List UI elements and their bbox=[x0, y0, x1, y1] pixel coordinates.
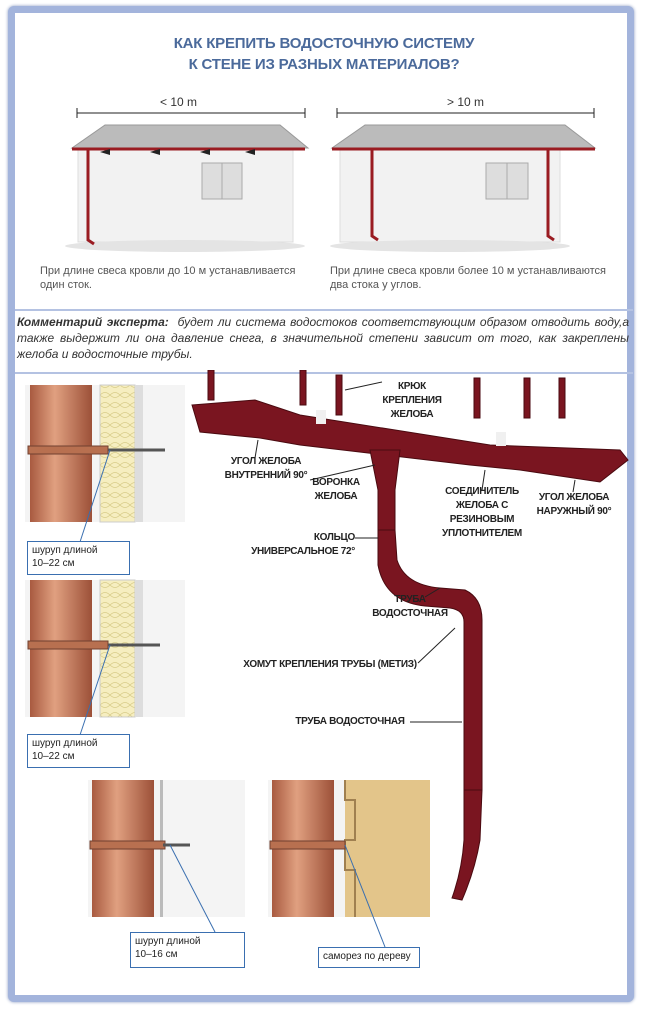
label-line: ВОДОСТОЧНАЯ bbox=[372, 608, 448, 619]
house-caption-right: При длине свеса кровли более 10 м устана… bbox=[330, 264, 606, 292]
fixing-insulated-wall-1 bbox=[25, 384, 185, 523]
house-two-downspouts bbox=[330, 108, 597, 252]
label-funnel: ВОРОНКА ЖЕЛОБА bbox=[300, 476, 372, 504]
label-inner-corner: УГОЛ ЖЕЛОБА ВНУТРЕННИЙ 90° bbox=[216, 455, 316, 483]
caption-line: один сток. bbox=[40, 279, 92, 291]
label-line: НАРУЖНЫЙ 90° bbox=[536, 506, 612, 517]
title-line-2: К СТЕНЕ ИЗ РАЗНЫХ МАТЕРИАЛОВ? bbox=[188, 56, 460, 73]
label-pipe-lower: ТРУБА ВОДОСТОЧНАЯ bbox=[295, 716, 405, 727]
caption-line: При длине свеса кровли до 10 м устанавли… bbox=[40, 265, 296, 277]
house-caption-left: При длине свеса кровли до 10 м устанавли… bbox=[40, 264, 295, 292]
page-title: КАК КРЕПИТЬ ВОДОСТОЧНУЮ СИСТЕМУ К СТЕНЕ … bbox=[0, 33, 648, 75]
gutter-system-illustration bbox=[191, 370, 629, 901]
fixing-label-line: саморез по дереву bbox=[323, 951, 411, 962]
comment-text: будет ли система водостоков соответствую… bbox=[17, 315, 630, 361]
fixing-label-line: шуруп длиной bbox=[135, 936, 201, 947]
label-line: СОЕДИНИТЕЛЬ bbox=[445, 486, 519, 497]
callout-lines bbox=[79, 449, 386, 948]
fixing-label-line: 10–22 см bbox=[32, 558, 75, 569]
comment-label: Комментарий эксперта: bbox=[17, 315, 169, 329]
fixing-label-2: шуруп длиной 10–22 см bbox=[27, 734, 130, 768]
label-line: УГОЛ ЖЕЛОБА bbox=[230, 456, 302, 467]
label-outer-corner: УГОЛ ЖЕЛОБА НАРУЖНЫЙ 90° bbox=[528, 491, 620, 519]
label-gutter-hook: КРЮК КРЕПЛЕНИЯ ЖЕЛОБА bbox=[372, 380, 452, 422]
divider bbox=[15, 372, 633, 374]
part-leader-lines bbox=[254, 381, 576, 723]
label-connector: СОЕДИНИТЕЛЬ ЖЕЛОБА С РЕЗИНОВЫМ УПЛОТНИТЕЛЕМ bbox=[436, 485, 528, 541]
dimension-label-right: > 10 m bbox=[447, 95, 485, 109]
house-one-downspout bbox=[65, 108, 310, 252]
label-line: КРЮК bbox=[398, 381, 426, 392]
label-line: УГОЛ ЖЕЛОБА bbox=[538, 492, 610, 503]
caption-line: два стока у углов. bbox=[330, 279, 422, 291]
label-line: ЖЕЛОБА С bbox=[455, 500, 509, 511]
label-line: УПЛОТНИТЕЛЕМ bbox=[442, 528, 522, 539]
fixing-illustrations bbox=[25, 384, 430, 948]
fixing-insulated-wall-2 bbox=[25, 579, 185, 718]
label-line: УНИВЕРСАЛЬНОЕ 72° bbox=[251, 546, 355, 557]
fixing-label-4: саморез по дереву bbox=[318, 947, 420, 968]
label-line: РЕЗИНОВЫМ bbox=[449, 514, 515, 525]
label-line: КРЕПЛЕНИЯ bbox=[382, 395, 442, 406]
title-line-1: КАК КРЕПИТЬ ВОДОСТОЧНУЮ СИСТЕМУ bbox=[173, 35, 475, 52]
label-pipe-upper: ТРУБА ВОДОСТОЧНАЯ bbox=[365, 593, 455, 621]
label-pipe-clamp: ХОМУТ КРЕПЛЕНИЯ ТРУБЫ (МЕТИЗ) bbox=[243, 659, 417, 670]
label-line: ЖЕЛОБА bbox=[314, 491, 358, 502]
label-line: ЖЕЛОБА bbox=[390, 409, 434, 420]
fixing-label-3: шуруп длиной 10–16 см bbox=[130, 932, 245, 968]
dimension-label-left: < 10 m bbox=[160, 95, 198, 109]
fixing-label-line: шуруп длиной bbox=[32, 545, 98, 556]
fixing-label-line: 10–16 см bbox=[135, 949, 178, 960]
label-ring: КОЛЬЦО УНИВЕРСАЛЬНОЕ 72° bbox=[245, 531, 355, 559]
house-illustrations bbox=[65, 108, 597, 252]
fixing-wooden-wall bbox=[268, 780, 430, 917]
caption-line: При длине свеса кровли более 10 м устана… bbox=[330, 265, 606, 277]
label-line: ВНУТРЕННИЙ 90° bbox=[224, 470, 308, 481]
label-line: ВОРОНКА bbox=[312, 477, 360, 488]
fixing-label-1: шуруп длиной 10–22 см bbox=[27, 541, 130, 575]
label-line: ТРУБА bbox=[394, 594, 426, 605]
fixing-brick-wall bbox=[88, 780, 245, 917]
fixing-label-line: 10–22 см bbox=[32, 751, 75, 762]
fixing-label-line: шуруп длиной bbox=[32, 738, 98, 749]
expert-comment: Комментарий эксперта: будет ли система в… bbox=[17, 314, 629, 362]
divider bbox=[15, 309, 633, 311]
label-line: КОЛЬЦО bbox=[313, 532, 355, 543]
